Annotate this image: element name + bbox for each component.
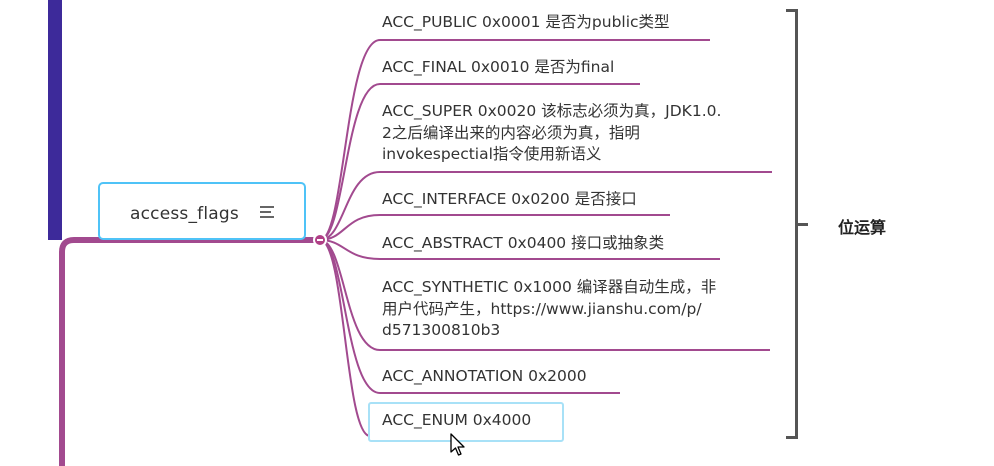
summary-bracket-tick [798, 223, 808, 226]
selected-node-highlight[interactable] [368, 402, 564, 442]
access-flags-node[interactable]: access_flags [98, 182, 306, 240]
child-node-acc-public[interactable]: ACC_PUBLIC 0x0001 是否为public类型 [382, 13, 670, 31]
child-node-acc-super-line-1: ACC_SUPER 0x0020 该标志必须为真，JDK1.0. [382, 102, 722, 120]
child-node-acc-synthetic-line-2: 用户代码产生，https://www.jianshu.com/p/ [382, 299, 702, 318]
summary-bracket [786, 9, 798, 439]
child-node-acc-enum[interactable]: ACC_ENUM 0x4000 [382, 411, 532, 429]
child-node-acc-synthetic-line-1: ACC_SYNTHETIC 0x1000 编译器自动生成，非 [382, 278, 717, 296]
child-node-acc-super-line-2: 2之后编译出来的内容必须为真，指明 [382, 123, 640, 142]
child-node-acc-super-line-3: invokespectial指令使用新语义 [382, 145, 602, 163]
summary-label[interactable]: 位运算 [838, 218, 887, 237]
mouse-cursor-icon [450, 433, 465, 456]
child-node-acc-annotation[interactable]: ACC_ANNOTATION 0x2000 [382, 367, 587, 385]
child-node-acc-synthetic[interactable]: ACC_SYNTHETIC 0x1000 编译器自动生成，非 用户代码产生，ht… [382, 277, 716, 342]
child-node-acc-super[interactable]: ACC_SUPER 0x0020 该标志必须为真，JDK1.0. 2之后编译出来… [382, 101, 721, 166]
child-node-acc-synthetic-line-3: d571300810b3 [382, 321, 501, 339]
collapse-toggle-button[interactable] [313, 233, 327, 247]
child-node-acc-abstract[interactable]: ACC_ABSTRACT 0x0400 接口或抽象类 [382, 234, 665, 252]
access-flags-label: access_flags [130, 204, 239, 224]
child-node-acc-interface[interactable]: ACC_INTERFACE 0x0200 是否接口 [382, 190, 637, 208]
parent-branch-bar [48, 0, 62, 240]
child-node-acc-final[interactable]: ACC_FINAL 0x0010 是否为final [382, 58, 615, 76]
notes-icon[interactable] [260, 206, 274, 218]
